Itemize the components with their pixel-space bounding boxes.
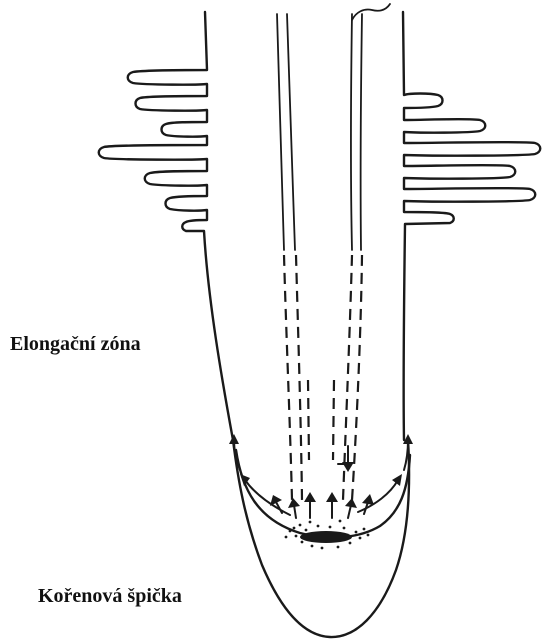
auxin-flow-arrows-up (270, 492, 374, 518)
dashed-strand-1 (284, 255, 292, 500)
root-outline-left (99, 12, 233, 440)
dashed-strand-6 (333, 380, 334, 460)
root-cap-inner-boundary (236, 450, 410, 537)
vascular-strand-right-outer (351, 14, 352, 250)
dashed-strand-4 (352, 255, 362, 500)
root-tip-label: Kořenová špička (38, 586, 182, 606)
dashed-strand-2 (296, 255, 302, 500)
strand-top-curl (352, 4, 390, 20)
vascular-strand-left-inner (287, 14, 295, 250)
vascular-strand-right-inner (361, 14, 362, 250)
vascular-strand-left-outer (277, 14, 284, 250)
root-outline-right (403, 12, 540, 440)
dashed-strand-5 (308, 380, 309, 460)
auxin-flow-arrow-down (338, 446, 354, 472)
elongation-zone-label: Elongační zóna (10, 334, 141, 354)
